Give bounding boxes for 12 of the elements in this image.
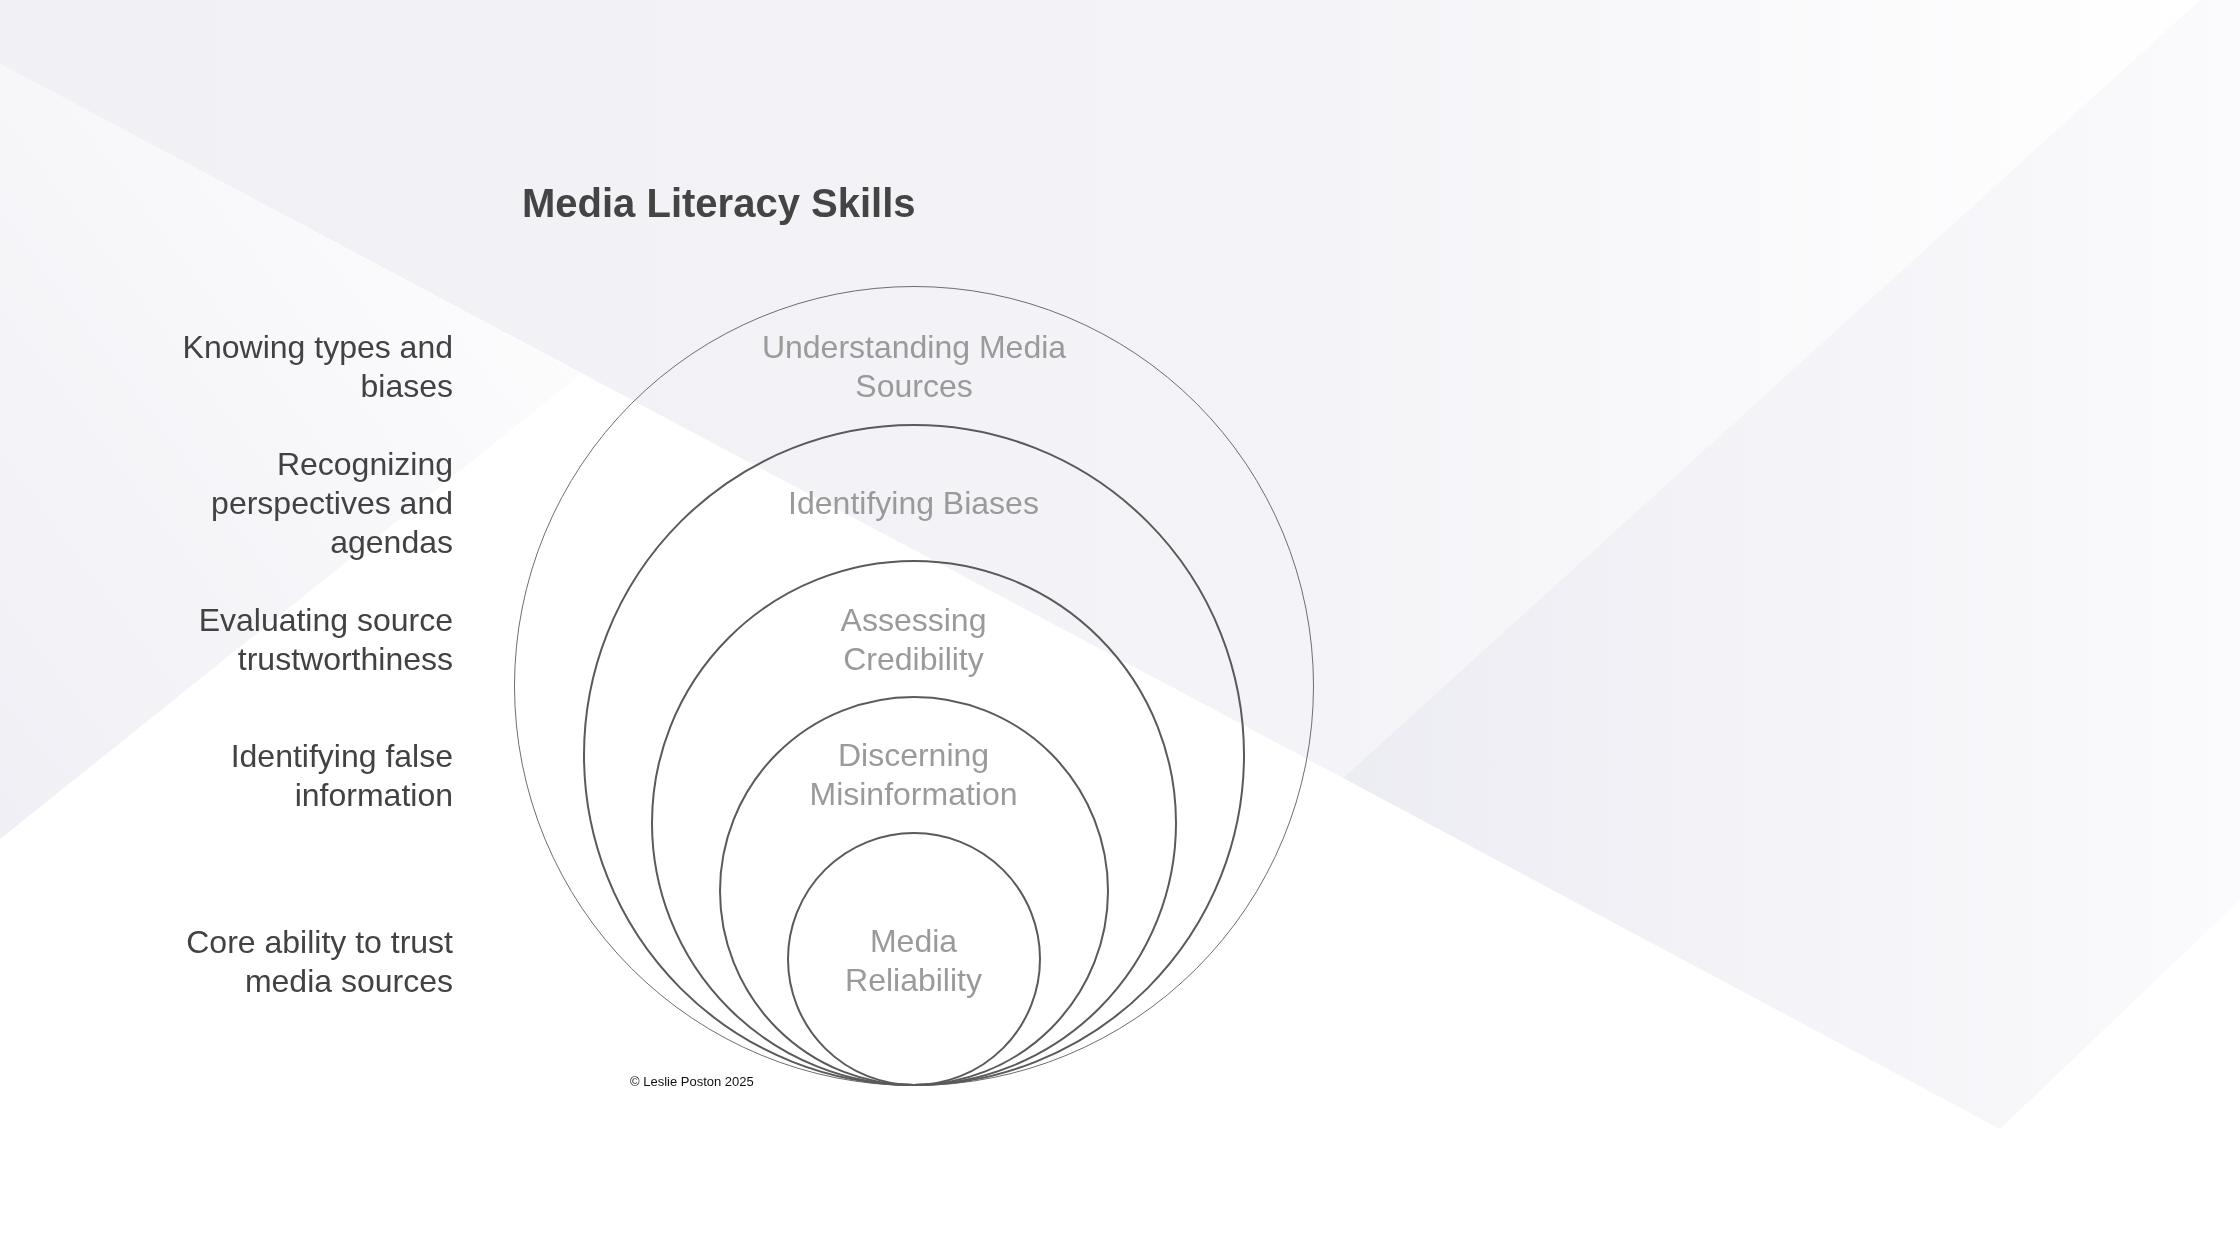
circle-label: Assessing Credibility xyxy=(839,600,988,679)
description-text: Identifying false information xyxy=(229,737,453,815)
copyright-note: © Leslie Poston 2025 xyxy=(630,1074,754,1090)
circle-label: Discerning Misinformation xyxy=(808,735,1019,814)
description-text: Knowing types and biases xyxy=(181,328,453,406)
description-text: Evaluating source trustworthiness xyxy=(197,601,453,679)
description-text: Recognizing perspectives and agendas xyxy=(210,445,453,562)
circle-label: Media Reliability xyxy=(844,921,983,1000)
circle-label: Understanding Media Sources xyxy=(760,327,1068,406)
title: Media Literacy Skills xyxy=(522,180,916,227)
circle-label: Identifying Biases xyxy=(787,483,1040,523)
description-text: Core ability to trust media sources xyxy=(185,923,453,1001)
